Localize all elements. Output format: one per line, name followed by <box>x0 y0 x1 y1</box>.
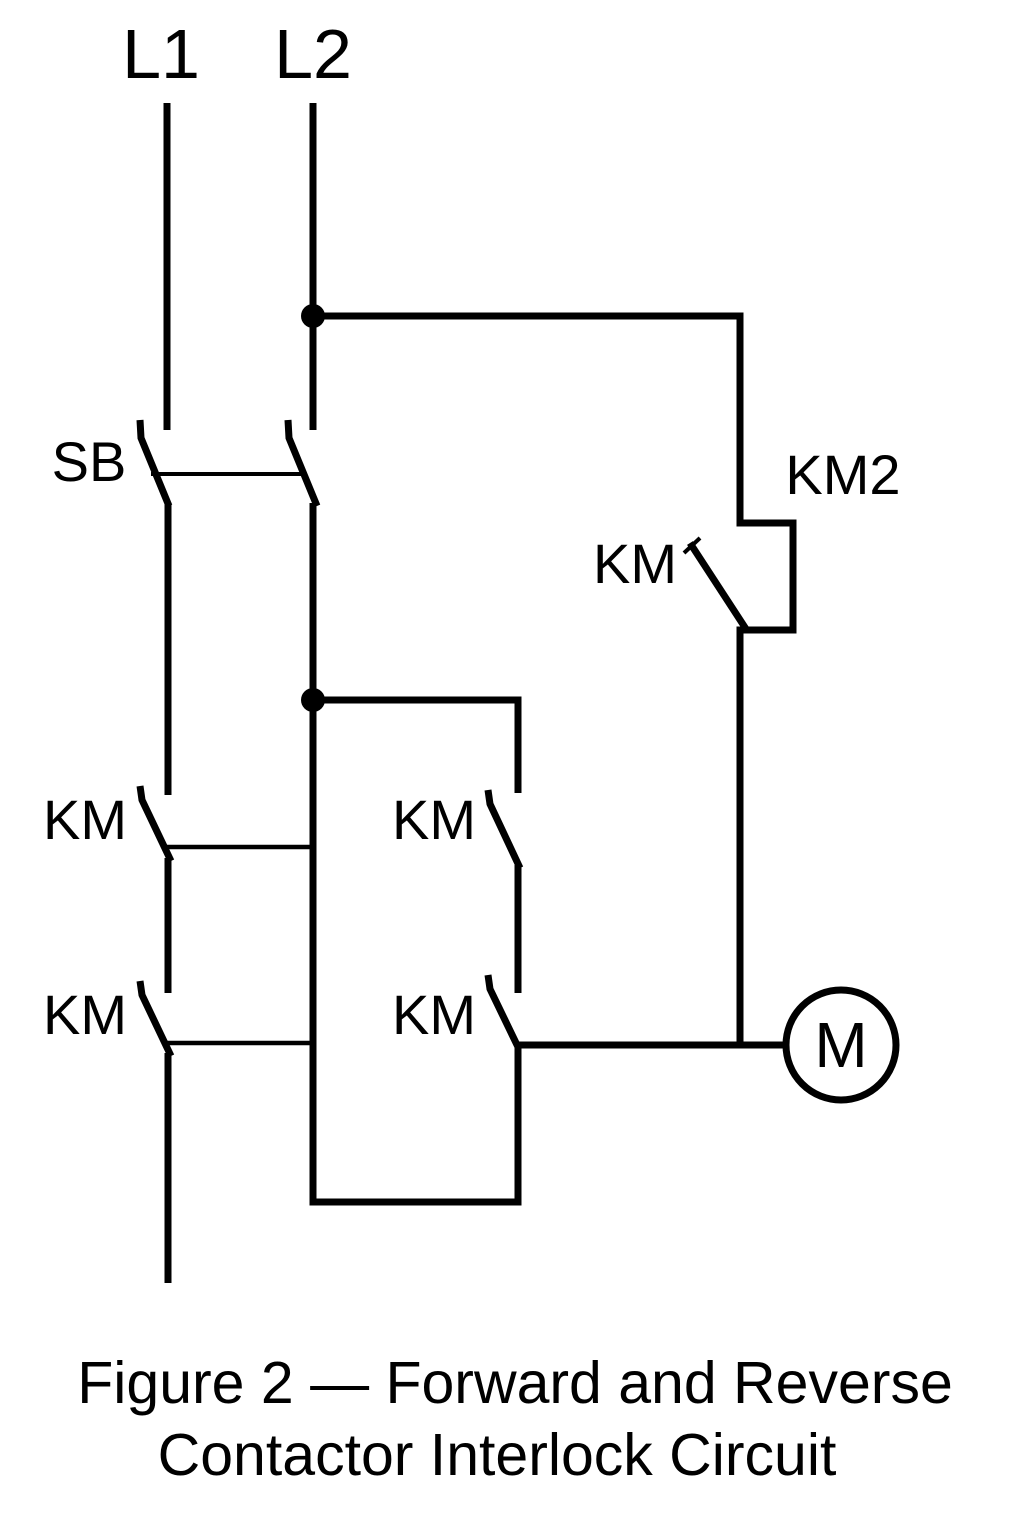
km-reverse-top-contact-blade <box>484 789 524 870</box>
l1-terminal-label: L1 <box>122 15 200 93</box>
motor-circle <box>782 986 900 1104</box>
sb-switch-blade-right <box>284 419 321 508</box>
center-rail-and-bottom-loop-wire <box>309 503 522 1206</box>
km-interlock-contact-label: KM <box>593 532 677 595</box>
km-reverse-top-contact-label: KM <box>392 788 476 851</box>
junction-dot-top <box>301 304 325 328</box>
junction-dot-middle <box>301 688 325 712</box>
km-forward-bottom-contact-blade <box>136 980 175 1058</box>
km-forward-top-contact-blade <box>136 785 175 863</box>
km-interlock-contact-blade <box>687 541 749 631</box>
motor-label: M <box>814 1009 867 1081</box>
l2-terminal-label: L2 <box>274 15 352 93</box>
km-interlock-contact-tick <box>682 536 702 555</box>
km-reverse-bottom-contact-label: KM <box>392 983 476 1046</box>
figure-caption-line-2: Contactor Interlock Circuit <box>158 1422 837 1488</box>
sb-switch-blade-left <box>136 419 173 508</box>
figure-caption-line-1: Figure 2 — Forward and Reverse <box>77 1350 953 1416</box>
km-forward-bottom-contact-label: KM <box>43 983 127 1046</box>
inner-branch-top-wire <box>313 696 522 793</box>
km2-contactor-label: KM2 <box>785 443 900 506</box>
km-reverse-bottom-contact-blade <box>484 974 522 1049</box>
km-forward-top-contact-label: KM <box>43 788 127 851</box>
sb-switch-label: SB <box>52 430 127 493</box>
km2-branch-wire-with-contact-hook <box>313 312 797 1045</box>
